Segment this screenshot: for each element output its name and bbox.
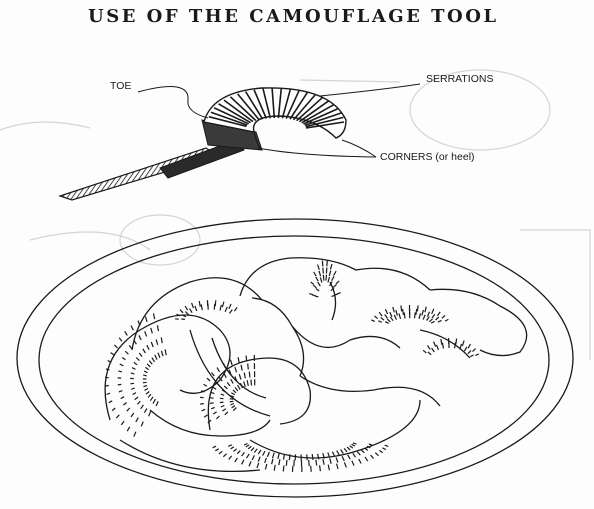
spiral-curl-center: [208, 358, 310, 430]
corners-leader-2: [342, 140, 376, 157]
label-serrations: SERRATIONS: [426, 73, 493, 85]
label-corners: CORNERS (or heel): [380, 151, 475, 163]
corners-leader: [258, 148, 376, 157]
leaf-outlines: [132, 258, 527, 436]
label-toe: TOE: [110, 80, 131, 92]
serration-textures: [105, 260, 479, 472]
serrations-leader: [320, 84, 420, 96]
camouflage-tool: [60, 88, 346, 200]
plate-inner-rim: [39, 236, 549, 484]
toe-leader: [138, 87, 208, 118]
